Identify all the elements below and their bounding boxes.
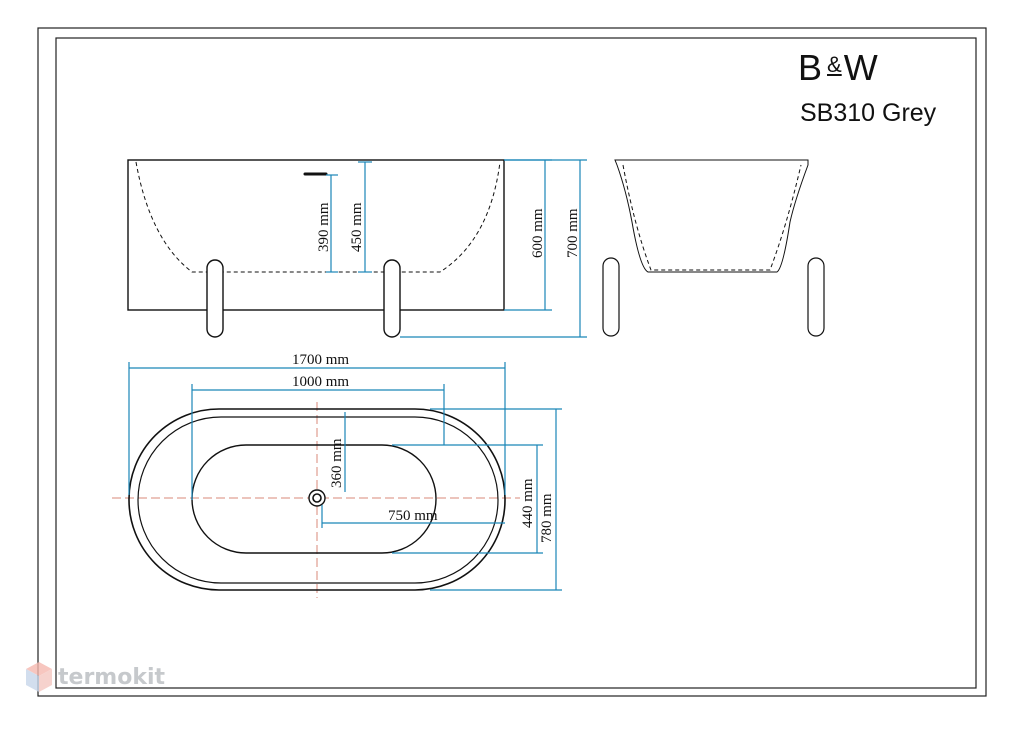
dim-440-label: 440 mm	[520, 478, 536, 528]
outer-rim-inner-edge	[137, 416, 499, 584]
drain-inner	[312, 493, 322, 503]
brand-letter-w: W	[843, 47, 881, 88]
dim-700-label: 700 mm	[565, 208, 581, 258]
outer-rim-outline	[128, 408, 506, 591]
end-view-left-foot	[602, 257, 620, 337]
brand-logo: B&W	[798, 50, 881, 86]
dim-1000-label: 1000 mm	[292, 374, 349, 390]
left-foot	[206, 259, 224, 338]
front-elevation-view: 390 mm 450 mm 600 mm 700 mm	[127, 159, 587, 338]
dim-1700-label: 1700 mm	[292, 352, 349, 368]
plan-view: 1700 mm 1000 mm 360 mm 750 mm 440 mm 780…	[112, 352, 562, 598]
brand-letter-b: B	[798, 47, 826, 88]
dim-390-label: 390 mm	[316, 202, 332, 252]
right-foot	[383, 259, 401, 338]
watermark-cube-icon	[26, 662, 52, 692]
end-view-right-foot	[807, 257, 825, 337]
watermark: termokit	[24, 660, 165, 694]
dim-360-label: 360 mm	[329, 438, 345, 488]
dim-450-label: 450 mm	[349, 202, 365, 252]
end-view-inner-dashed	[622, 164, 802, 271]
brand-ampersand: &	[827, 52, 842, 77]
outer-frame	[37, 27, 987, 697]
end-view-outline	[614, 159, 809, 273]
inner-basin-dashed	[135, 161, 501, 273]
dim-750-label: 750 mm	[388, 508, 438, 524]
watermark-text: termokit	[58, 664, 166, 690]
dim-780-label: 780 mm	[539, 493, 555, 543]
model-name: SB310 Grey	[800, 99, 937, 127]
end-elevation-view	[602, 159, 825, 337]
dim-600-label: 600 mm	[530, 208, 546, 258]
inner-frame	[55, 37, 977, 689]
tub-body-outline	[127, 159, 505, 311]
